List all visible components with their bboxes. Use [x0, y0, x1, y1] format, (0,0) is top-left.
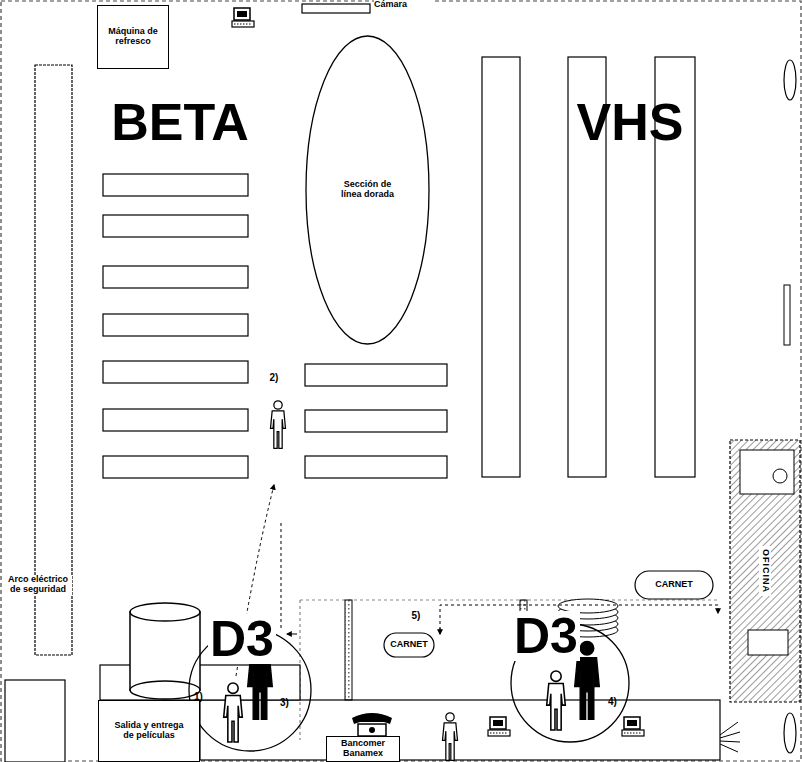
- office-area: [730, 440, 800, 702]
- section-title: BETA: [100, 96, 260, 148]
- shelf: [35, 65, 72, 655]
- node-text: CARNET: [655, 580, 693, 590]
- telephone: [352, 713, 392, 736]
- node-text: CARNET: [390, 640, 428, 650]
- customer: [547, 671, 566, 730]
- camera-label: Cámara: [374, 0, 434, 10]
- office-desk: [748, 630, 788, 655]
- computer: [622, 717, 644, 736]
- counter: [200, 700, 720, 760]
- desk-zone: D31)3): [188, 628, 312, 752]
- door: [784, 713, 796, 753]
- desk-zone: D34): [510, 623, 630, 743]
- computer: [232, 8, 254, 27]
- route: [440, 628, 441, 634]
- bank-box: Bancomer Banamex: [326, 736, 400, 762]
- card-sign: CARNET: [634, 570, 714, 600]
- door: [784, 60, 796, 100]
- node-text: Bancomer Banamex: [331, 739, 395, 759]
- callout-number: 3): [280, 698, 289, 708]
- cables: [720, 722, 740, 752]
- route: [281, 520, 282, 628]
- computer: [488, 717, 510, 736]
- node-text: Sección de línea dorada: [337, 180, 399, 200]
- zone-code: D3: [208, 614, 276, 664]
- customer: [224, 683, 243, 742]
- node-text: OFICINA: [759, 546, 771, 596]
- camera: [302, 4, 370, 13]
- node-text: Máquina de refresco: [105, 27, 161, 47]
- vending-machine: Máquina de refresco: [97, 5, 169, 69]
- zone-code: D3: [512, 611, 580, 661]
- gold-section: Sección de línea dorada: [305, 35, 430, 345]
- office-room: [740, 450, 794, 494]
- card-sign: CARNET: [383, 632, 435, 658]
- exit-counter: Salida y entrega de películas: [98, 700, 200, 762]
- callout-number: 4): [608, 697, 617, 707]
- security-arch-label: Arco eléctrico de seguridad: [4, 575, 72, 595]
- customer: [271, 401, 286, 449]
- node-text: Salida y entrega de películas: [113, 721, 185, 741]
- section-title: VHS: [560, 96, 700, 148]
- callout-number: 5): [406, 610, 426, 621]
- callout-number: 2): [264, 372, 284, 383]
- office-sink: [773, 469, 787, 483]
- office: OFICINA: [730, 440, 800, 702]
- partition: [345, 600, 352, 700]
- security-arch: [5, 680, 65, 762]
- employee: [443, 713, 458, 761]
- window: [784, 285, 790, 345]
- route: [287, 634, 297, 635]
